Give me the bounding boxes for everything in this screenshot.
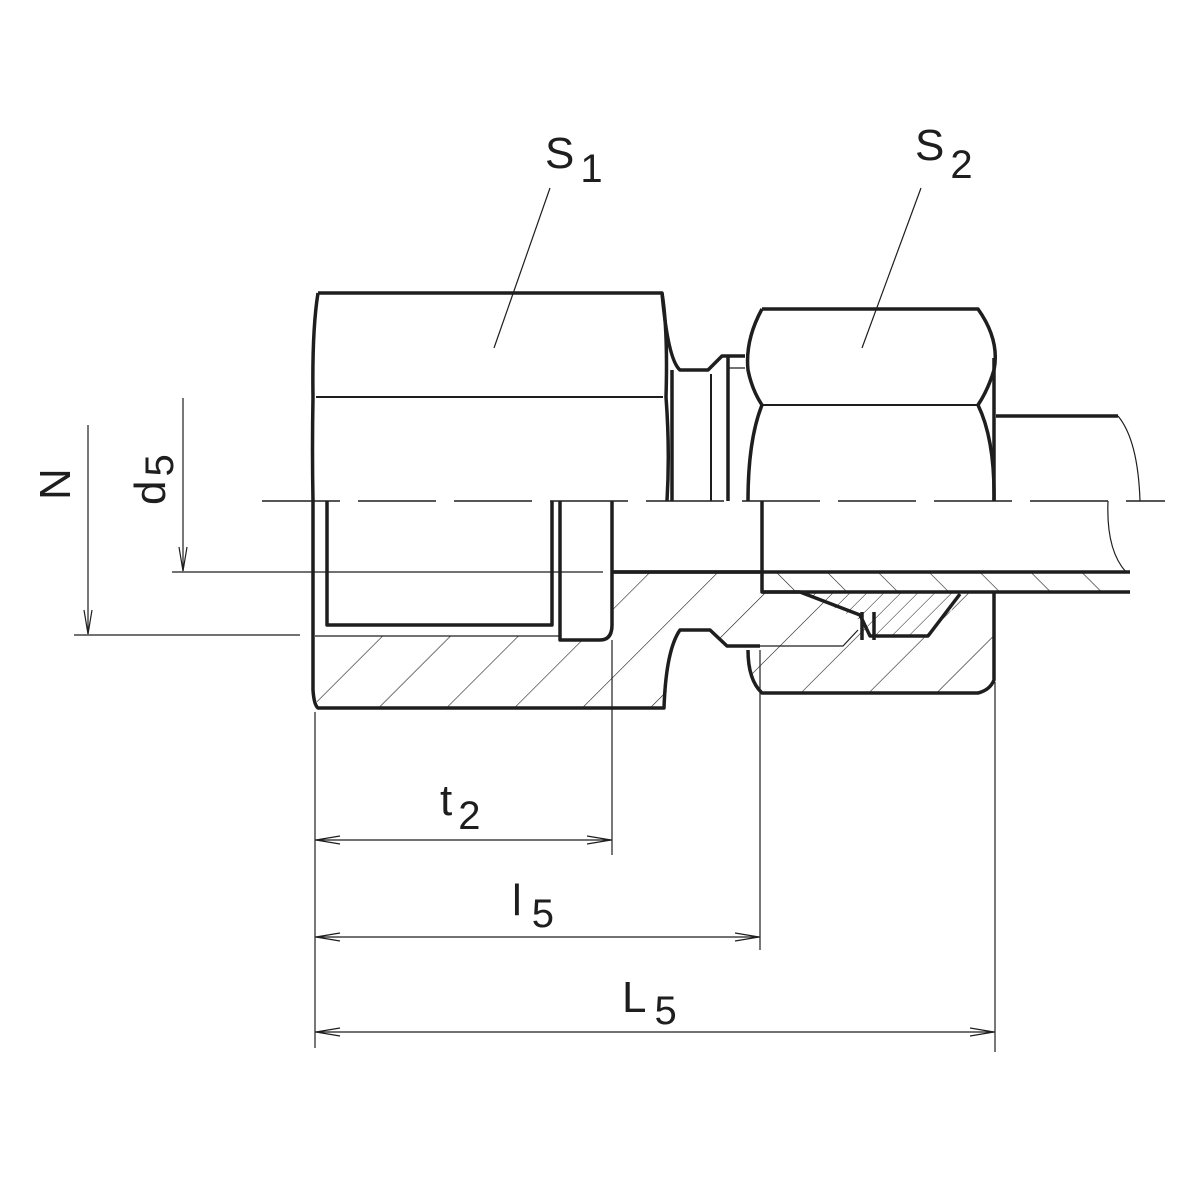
leader-s2 (861, 187, 922, 349)
dimension-n (74, 425, 300, 636)
dimension-l5 (315, 932, 760, 942)
leader-s1 (493, 187, 551, 349)
label-n: N (31, 468, 80, 500)
tube (612, 414, 1141, 594)
dimension-t2 (315, 835, 612, 845)
dimension-d5 (172, 398, 603, 573)
dimension-L5 (315, 1027, 995, 1037)
label-d5: d5 (126, 454, 182, 505)
body-section-s1 (311, 501, 760, 710)
body-hex-s1 (310, 291, 745, 502)
union-nut-s2 (745, 307, 998, 695)
